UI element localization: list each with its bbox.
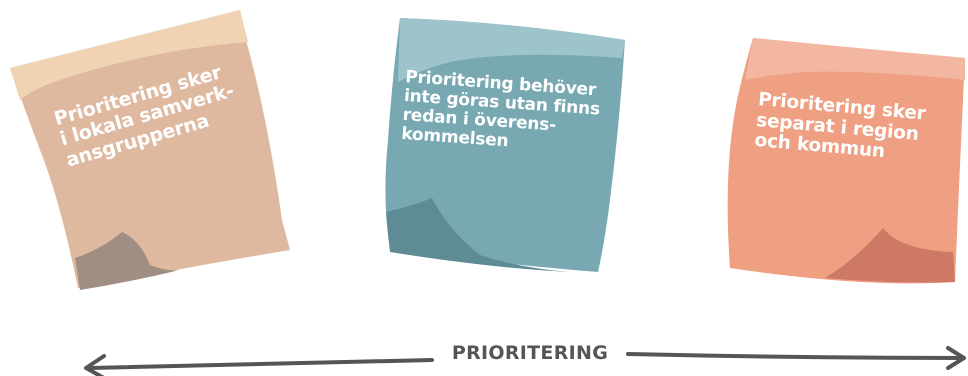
sticky-note-separate: Prioritering sker separat i region och k… xyxy=(715,20,968,295)
double-arrow-icon xyxy=(84,346,966,376)
note-top-band xyxy=(398,18,625,82)
note-body xyxy=(727,38,965,284)
note-body xyxy=(10,10,290,288)
sticky-note-local-groups: Prioritering sker i lokala samverk- ansg… xyxy=(0,0,320,300)
prioritization-axis: PRIORITERING xyxy=(0,320,968,376)
sticky-note-shape xyxy=(10,10,290,290)
sticky-note-agreement: Prioritering behöver inte göras utan fin… xyxy=(370,0,640,290)
arrow-right-line xyxy=(626,352,964,360)
arrow-left-head xyxy=(84,354,106,376)
note-fold xyxy=(825,228,955,283)
sticky-note-shape xyxy=(727,38,965,284)
arrow-right-head xyxy=(946,346,966,370)
note-top-band xyxy=(10,10,248,100)
note-fold xyxy=(75,232,180,290)
note-body xyxy=(385,18,625,272)
note-top-band xyxy=(745,38,965,80)
arrow-left-line xyxy=(88,358,434,370)
sticky-note-shape xyxy=(385,18,625,272)
note-text: Prioritering behöver inte göras utan fin… xyxy=(400,67,601,152)
axis-label: PRIORITERING xyxy=(451,342,609,364)
note-fold xyxy=(386,198,570,272)
